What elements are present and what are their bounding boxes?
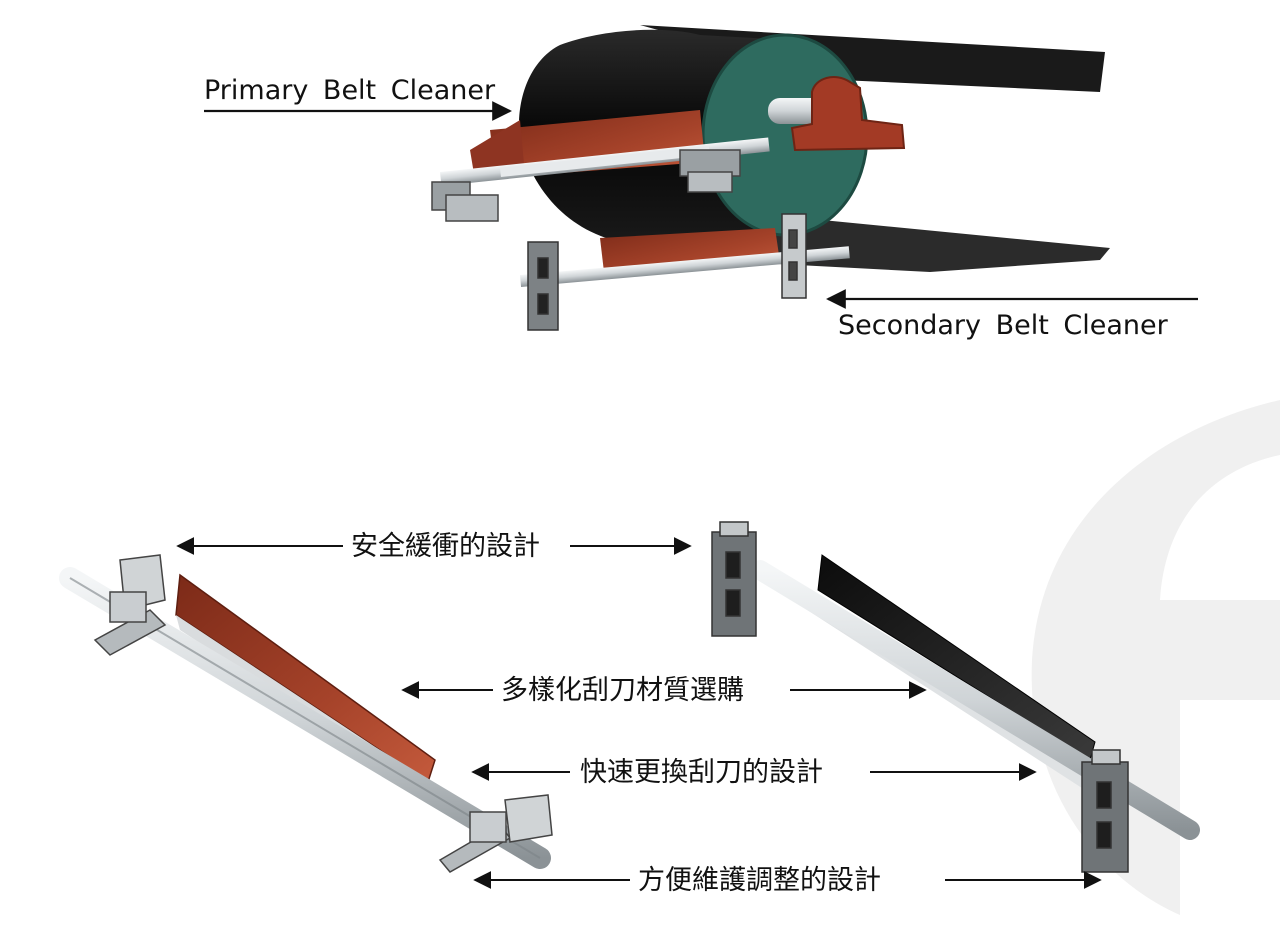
secondary-cleaner-pipe bbox=[520, 246, 850, 287]
red-unit-bracket-right bbox=[438, 794, 553, 873]
black-unit-bracket-top bbox=[711, 521, 757, 637]
primary-cleaner-label: Primary Belt Cleaner bbox=[204, 75, 496, 106]
blade-material-label: 多樣化刮刀材質選購 bbox=[493, 677, 752, 704]
red-blade bbox=[175, 573, 436, 784]
bearing-housing bbox=[790, 76, 906, 152]
easy-maintain-label: 方便維護調整的設計 bbox=[630, 867, 889, 894]
cleaner-unit-black bbox=[711, 521, 1200, 873]
red-unit-bracket-left bbox=[93, 554, 167, 656]
conveyor-assembly bbox=[431, 25, 1110, 331]
quick-replace-label: 快速更換刮刀的設計 bbox=[572, 759, 831, 786]
secondary-cleaner-bracket-left bbox=[527, 241, 559, 331]
primary-cleaner-bracket-left bbox=[431, 181, 499, 222]
watermark-logo bbox=[1031, 400, 1280, 915]
secondary-cleaner-bracket-right bbox=[781, 213, 807, 299]
primary-cleaner-bracket-right bbox=[679, 149, 741, 193]
black-unit-bracket-bottom bbox=[1081, 749, 1129, 873]
secondary-cleaner-label: Secondary Belt Cleaner bbox=[838, 310, 1168, 341]
safety-design-label: 安全緩衝的設計 bbox=[343, 533, 548, 560]
cleaner-unit-red bbox=[59, 554, 553, 873]
